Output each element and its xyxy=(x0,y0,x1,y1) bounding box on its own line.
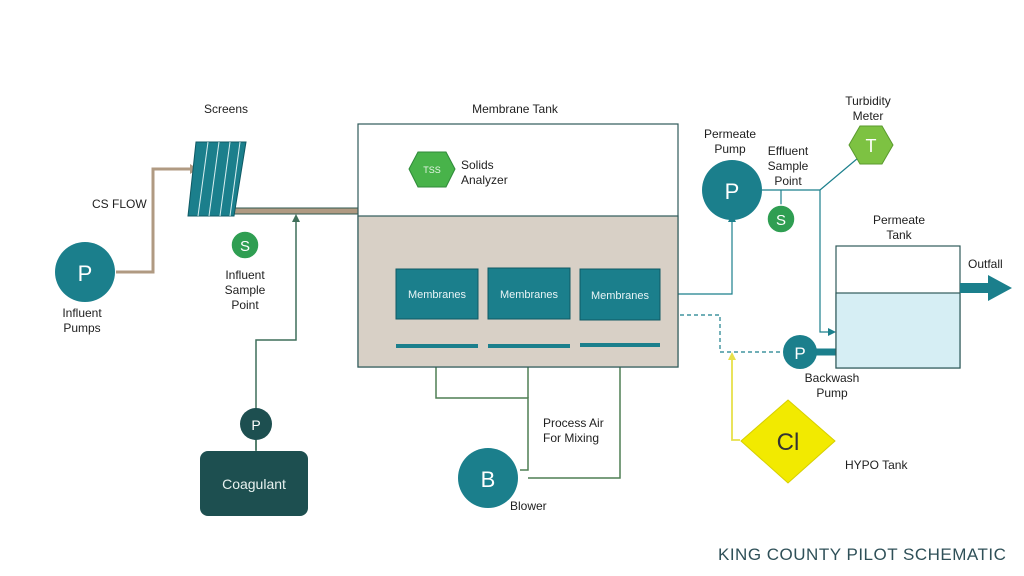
influent-pump-icon: P xyxy=(55,242,115,302)
influent-sample-label-3: Point xyxy=(231,298,259,312)
hypo-arrow xyxy=(728,352,736,360)
cs-flow-label: CS FLOW xyxy=(92,197,147,211)
backwash-pump-label-2: Pump xyxy=(816,386,848,400)
process-air-line-3 xyxy=(528,356,621,479)
coagulant-tank: Coagulant xyxy=(200,451,308,516)
permeate-pump-label-2: Pump xyxy=(714,142,746,156)
permeate-tank xyxy=(835,245,961,369)
turbidity-label-1: Turbidity xyxy=(845,94,891,108)
effluent-sample-symbol: S xyxy=(776,212,786,229)
backwash-pump-icon: P xyxy=(783,335,817,369)
diffuser-3 xyxy=(580,343,660,347)
influent-pump-symbol: P xyxy=(78,261,93,286)
cs-flow-line xyxy=(116,167,196,274)
tss-hexagon-icon: TSS xyxy=(408,151,456,188)
backwash-pump-label-1: Backwash xyxy=(805,371,860,385)
influent-sample-label-1: Influent xyxy=(225,268,265,282)
membrane-1: Membranes xyxy=(395,268,479,320)
outfall-arrow-icon xyxy=(960,275,1012,301)
turbidity-label-2: Meter xyxy=(853,109,884,123)
influent-sample-label-2: Sample xyxy=(225,283,266,297)
influent-sample-symbol: S xyxy=(240,238,250,255)
membrane-3-label: Membranes xyxy=(591,290,650,302)
chlorine-symbol: Cl xyxy=(777,429,800,456)
blower-icon: B xyxy=(458,448,518,508)
permeate-pump-label-1: Permeate xyxy=(704,127,756,141)
influent-pumps-label-2: Pumps xyxy=(63,321,100,335)
hypo-feed-line xyxy=(731,356,740,441)
effluent-sample-label-3: Point xyxy=(774,174,802,188)
permeate-pump-symbol: P xyxy=(725,179,740,204)
influent-pumps-label-1: Influent xyxy=(62,306,102,320)
permeate-tank-label-1: Permeate xyxy=(873,213,925,227)
membrane-3: Membranes xyxy=(579,268,661,321)
coagulant-label: Coagulant xyxy=(222,476,286,492)
effluent-sample-label-2: Sample xyxy=(768,159,809,173)
permeate-pump-icon: P xyxy=(702,160,762,220)
coagulant-pump-symbol: P xyxy=(251,417,260,433)
turbidity-hexagon-icon: T xyxy=(848,125,894,165)
membrane-2-label: Membranes xyxy=(500,289,559,301)
hypo-tank-label: HYPO Tank xyxy=(845,458,908,472)
permeate-discharge-line xyxy=(762,189,832,333)
process-air-label-1: Process Air xyxy=(543,416,604,430)
membrane-2: Membranes xyxy=(487,267,571,320)
solids-analyzer-label-1: Solids xyxy=(461,158,494,172)
hypo-tank-icon: Cl xyxy=(740,399,836,484)
effluent-sample-icon: S xyxy=(766,204,796,234)
diffuser-1 xyxy=(396,344,478,348)
blower-label: Blower xyxy=(510,499,547,513)
process-air-label-2: For Mixing xyxy=(543,431,599,445)
screen-outlet-channel xyxy=(231,207,359,215)
membrane-tank-label: Membrane Tank xyxy=(472,102,559,116)
screens-label: Screens xyxy=(204,102,248,116)
permeate-tank-arrow xyxy=(828,328,836,336)
permeate-line xyxy=(660,218,733,295)
coagulant-feed-arrow xyxy=(292,214,300,222)
coagulant-pump-icon: P xyxy=(240,408,272,440)
backwash-line xyxy=(666,314,780,353)
schematic-title: KING COUNTY PILOT SCHEMATIC xyxy=(718,545,1006,564)
backwash-pump-symbol: P xyxy=(794,344,805,363)
solids-analyzer-label-2: Analyzer xyxy=(461,173,508,187)
influent-sample-icon: S xyxy=(230,230,260,260)
blower-symbol: B xyxy=(481,467,496,492)
membrane-1-label: Membranes xyxy=(408,289,467,301)
permeate-tank-label-2: Tank xyxy=(886,228,912,242)
turbidity-symbol: T xyxy=(866,136,877,156)
turbidity-tap-line xyxy=(819,157,859,191)
coagulant-feed-line xyxy=(255,218,297,450)
tss-symbol: TSS xyxy=(423,165,441,175)
outfall-label: Outfall xyxy=(968,257,1003,271)
diffuser-2 xyxy=(488,344,570,348)
screens xyxy=(187,141,247,217)
effluent-sample-label-1: Effluent xyxy=(768,144,809,158)
